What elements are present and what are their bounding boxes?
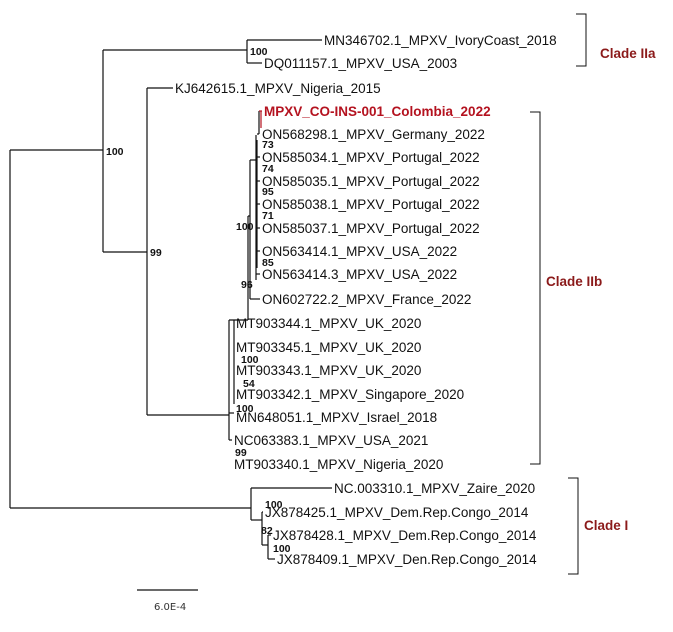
leaf-label: MT903342.1_MPXV_Singapore_2020: [236, 387, 464, 402]
bootstrap-value: 95: [262, 186, 274, 198]
clade-bracket: [530, 111, 541, 465]
highlighted-leaf-label: MPXV_CO-INS-001_Colombia_2022: [264, 104, 491, 119]
leaf-label: MT903343.1_MPXV_UK_2020: [236, 363, 421, 378]
bootstrap-value: 85: [262, 257, 274, 269]
leaf-label: NC063383.1_MPXV_USA_2021: [234, 433, 428, 448]
scale-bar-label: 6.0E-4: [154, 602, 186, 613]
bootstrap-value: 99: [150, 247, 162, 259]
bootstrap-value: 82: [261, 525, 273, 537]
clade-label: Clade I: [584, 518, 628, 533]
bootstrap-value: 100: [106, 146, 124, 158]
leaf-label: DQ011157.1_MPXV_USA_2003: [264, 56, 457, 71]
leaf-label: MT903345.1_MPXV_UK_2020: [236, 340, 421, 355]
bootstrap-value: 73: [262, 139, 274, 151]
leaf-label: ON563414.1_MPXV_USA_2022: [262, 244, 457, 259]
leaf-label: MN648051.1_MPXV_Israel_2018: [236, 410, 437, 425]
bootstrap-value: 71: [262, 210, 274, 222]
leaf-label: JX878428.1_MPXV_Dem.Rep.Congo_2014: [273, 528, 537, 543]
bootstrap-value: 100: [273, 543, 291, 555]
leaf-label: NC.003310.1_MPXV_Zaire_2020: [334, 481, 535, 496]
bootstrap-value: 100: [265, 499, 283, 511]
clade-label: Clade IIb: [546, 274, 602, 289]
bootstrap-value: 100: [236, 403, 254, 415]
bootstrap-value: 100: [236, 221, 254, 233]
leaf-label: JX878425.1_MPXV_Dem.Rep.Congo_2014: [265, 505, 529, 520]
bootstrap-value: 96: [241, 279, 253, 291]
leaf-label: ON568298.1_MPXV_Germany_2022: [262, 127, 485, 142]
bootstrap-value: 100: [250, 46, 268, 58]
leaf-label: ON585035.1_MPXV_Portugal_2022: [262, 174, 480, 189]
bootstrap-value: 99: [235, 447, 247, 459]
bootstrap-value: 100: [241, 354, 259, 366]
leaf-label: ON585037.1_MPXV_Portugal_2022: [262, 221, 480, 236]
leaf-label: ON602722.2_MPXV_France_2022: [262, 292, 471, 307]
leaf-label: JX878409.1_MPXV_Den.Rep.Congo_2014: [277, 552, 537, 567]
clade-label: Clade IIa: [600, 46, 656, 61]
leaf-label: KJ642615.1_MPXV_Nigeria_2015: [175, 81, 381, 96]
leaf-label: ON563414.3_MPXV_USA_2022: [262, 267, 457, 282]
clade-bracket: [568, 477, 579, 575]
leaf-label: MT903344.1_MPXV_UK_2020: [236, 316, 421, 331]
bootstrap-value: 74: [262, 163, 274, 175]
leaf-label: MT903340.1_MPXV_Nigeria_2020: [234, 457, 443, 472]
clade-bracket: [576, 13, 587, 67]
bootstrap-value: 54: [243, 378, 255, 390]
leaf-label: ON585038.1_MPXV_Portugal_2022: [262, 197, 480, 212]
leaf-label: MN346702.1_MPXV_IvoryCoast_2018: [324, 33, 557, 48]
leaf-label: ON585034.1_MPXV_Portugal_2022: [262, 150, 480, 165]
